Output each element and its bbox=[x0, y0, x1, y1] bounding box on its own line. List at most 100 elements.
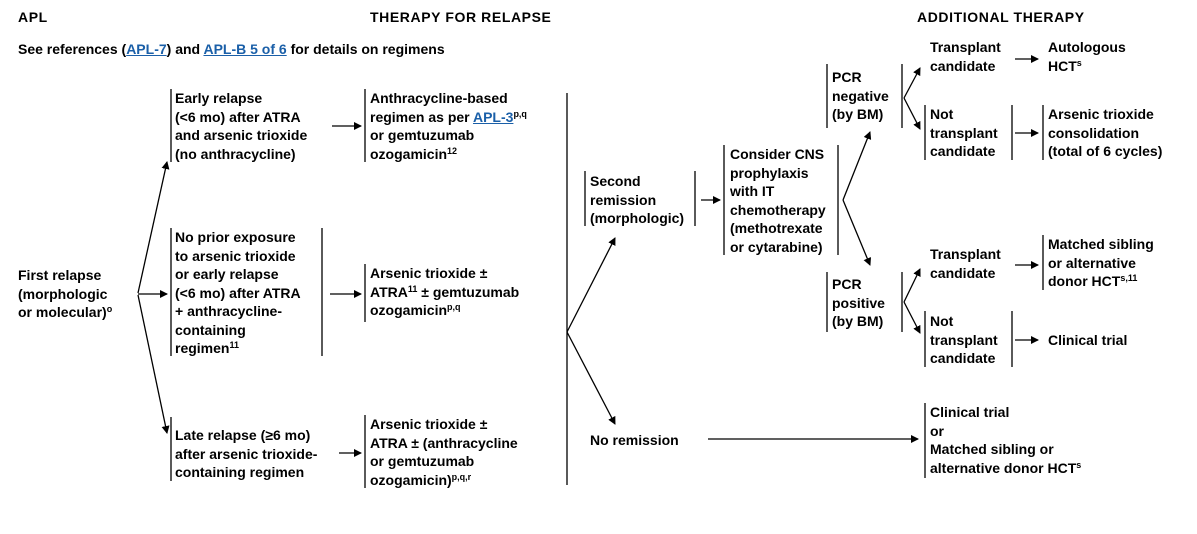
not-transplant-line: transplant bbox=[930, 331, 998, 348]
no-prior-line: containing bbox=[175, 321, 246, 338]
transplant-line: candidate bbox=[930, 57, 996, 74]
anthracycline-text: ozogamicin bbox=[370, 145, 448, 162]
references-mid: ) and bbox=[166, 41, 204, 57]
ato-atra-anthra-line: ozogamicin)p,q,r bbox=[370, 471, 518, 490]
transplant-line: Transplant bbox=[930, 39, 1001, 55]
early-relapse-line: Early relapse bbox=[175, 90, 263, 106]
link-apl-3[interactable]: APL-3 bbox=[472, 108, 514, 125]
not-transplant-negative-node: Not transplant candidate bbox=[930, 105, 998, 161]
no-remission-result-text: alternative donor HCT bbox=[930, 459, 1077, 476]
no-remission-result-line: or bbox=[930, 422, 944, 439]
arrow-neg-to-not-transplant bbox=[903, 97, 921, 130]
matched-sibling-text: donor HCT bbox=[1048, 273, 1121, 289]
second-remission-line: remission bbox=[590, 191, 657, 208]
transplant-candidate-positive-node: Transplant candidate bbox=[930, 245, 1001, 282]
anthracycline-line: Anthracycline-based bbox=[370, 90, 508, 106]
cns-line: prophylaxis bbox=[730, 164, 809, 181]
arrow-to-late-relapse bbox=[137, 294, 170, 434]
footnote-pqr[interactable]: p,q,r bbox=[451, 471, 472, 482]
pcr-negative-node: PCR negative (by BM) bbox=[832, 68, 889, 124]
no-remission-result-line: alternative donor HCTs bbox=[930, 459, 1081, 478]
pcr-negative-line: negative bbox=[832, 87, 889, 104]
no-prior-text: regimen bbox=[175, 340, 230, 356]
no-remission-result-line: Clinical trial bbox=[930, 404, 1010, 420]
ato-consolidation-line: Arsenic trioxide bbox=[1048, 106, 1154, 122]
no-prior-line: to arsenic trioxide bbox=[175, 247, 296, 264]
anthracycline-text: regimen as per bbox=[370, 108, 473, 125]
arrow-neg-to-transplant bbox=[903, 67, 921, 99]
ato-atra-go-line: Arsenic trioxide ± bbox=[370, 265, 488, 281]
first-relapse-line: or molecular)o bbox=[18, 303, 112, 322]
link-apl-b[interactable]: APL-B 5 of 6 bbox=[203, 41, 287, 57]
no-prior-line: (<6 mo) after ATRA bbox=[175, 284, 301, 301]
pcr-positive-line: PCR bbox=[832, 276, 862, 292]
cns-prophylaxis-node: Consider CNS prophylaxis with IT chemoth… bbox=[730, 145, 826, 256]
no-prior-line: No prior exposure bbox=[175, 229, 296, 245]
references-prefix: See references ( bbox=[18, 41, 127, 57]
no-remission-result-line: Matched sibling or bbox=[930, 441, 1054, 457]
no-remission-result-node: Clinical trial or Matched sibling or alt… bbox=[930, 403, 1081, 477]
transplant-candidate-negative-node: Transplant candidate bbox=[930, 38, 1001, 75]
pcr-negative-line: PCR bbox=[832, 69, 862, 85]
footnote-11[interactable]: 11 bbox=[407, 283, 418, 294]
not-transplant-positive-node: Not transplant candidate bbox=[930, 312, 998, 368]
not-transplant-line: transplant bbox=[930, 124, 998, 141]
autologous-line: HCTs bbox=[1048, 57, 1126, 76]
early-relapse-line: and arsenic trioxide bbox=[175, 127, 308, 143]
ato-atra-go-text: ATRA bbox=[370, 283, 408, 300]
footnote-s[interactable]: s bbox=[1076, 459, 1082, 470]
cns-line: (methotrexate bbox=[730, 220, 823, 236]
header-therapy-for-relapse: THERAPY FOR RELAPSE bbox=[370, 9, 552, 25]
footnote-s-11[interactable]: s,11 bbox=[1120, 273, 1138, 284]
first-relapse-line: (morphologic bbox=[18, 285, 108, 302]
no-prior-line: or early relapse bbox=[175, 266, 279, 282]
first-relapse-line: First relapse bbox=[18, 267, 102, 283]
arrow-to-second-remission bbox=[566, 237, 616, 333]
ato-atra-go-node: Arsenic trioxide ± ATRA11 ± gemtuzumab o… bbox=[370, 264, 519, 320]
late-relapse-line: Late relapse (≥6 mo) bbox=[175, 427, 311, 443]
cns-line: Consider CNS bbox=[730, 146, 825, 162]
autologous-text: HCT bbox=[1048, 57, 1077, 74]
footnote-12[interactable]: 12 bbox=[447, 145, 458, 156]
arrow-to-early-relapse bbox=[137, 161, 170, 294]
early-relapse-line: (<6 mo) after ATRA bbox=[175, 108, 301, 125]
ato-atra-go-text: ozogamicin bbox=[370, 302, 448, 318]
first-relapse-text: or molecular) bbox=[18, 304, 107, 320]
matched-sibling-line: Matched sibling bbox=[1048, 236, 1154, 252]
matched-sibling-line: or alternative bbox=[1048, 254, 1136, 271]
second-remission-line: Second bbox=[590, 173, 641, 189]
footnote-o[interactable]: o bbox=[106, 304, 113, 315]
footnote-11[interactable]: 11 bbox=[229, 340, 239, 351]
ato-atra-anthracycline-node: Arsenic trioxide ± ATRA ± (anthracycline… bbox=[370, 415, 518, 489]
anthracycline-line: ozogamicin12 bbox=[370, 145, 527, 164]
matched-sibling-line: donor HCTs,11 bbox=[1048, 272, 1154, 291]
arrow-pos-to-transplant bbox=[903, 268, 921, 303]
pcr-positive-line: (by BM) bbox=[832, 313, 884, 329]
second-remission-line: (morphologic) bbox=[590, 210, 685, 226]
link-apl-7[interactable]: APL-7 bbox=[126, 41, 167, 57]
cns-line: or cytarabine) bbox=[730, 238, 823, 255]
ato-atra-anthra-line: Arsenic trioxide ± bbox=[370, 416, 488, 432]
ato-consolidation-line: consolidation bbox=[1048, 124, 1139, 141]
ato-atra-go-text: ± gemtuzumab bbox=[417, 283, 520, 300]
footnote-s[interactable]: s bbox=[1076, 57, 1082, 68]
early-relapse-node: Early relapse (<6 mo) after ATRA and ars… bbox=[175, 89, 307, 163]
references-line: See references (APL-7) and APL-B 5 of 6 … bbox=[18, 40, 445, 59]
ato-consolidation-line: (total of 6 cycles) bbox=[1048, 143, 1163, 159]
ato-atra-anthra-line: ATRA ± (anthracycline bbox=[370, 434, 518, 451]
late-relapse-line: after arsenic trioxide- bbox=[175, 445, 318, 462]
ato-consolidation-node: Arsenic trioxide consolidation (total of… bbox=[1048, 105, 1162, 161]
late-relapse-node: Late relapse (≥6 mo) after arsenic triox… bbox=[175, 426, 317, 482]
not-transplant-line: Not bbox=[930, 313, 954, 329]
ato-atra-go-line: ATRA11 ± gemtuzumab bbox=[370, 283, 519, 302]
footnote-pq[interactable]: p,q bbox=[447, 302, 461, 313]
ato-atra-go-line: ozogamicinp,q bbox=[370, 301, 519, 320]
no-remission-node: No remission bbox=[590, 432, 679, 448]
footnote-pq[interactable]: p,q bbox=[513, 108, 527, 119]
header-apl: APL bbox=[18, 9, 48, 25]
cns-line: with IT bbox=[730, 183, 775, 199]
no-prior-exposure-node: No prior exposure to arsenic trioxide or… bbox=[175, 228, 301, 358]
late-relapse-line: containing regimen bbox=[175, 464, 305, 480]
matched-sibling-node: Matched sibling or alternative donor HCT… bbox=[1048, 235, 1154, 291]
references-suffix: for details on regimens bbox=[286, 41, 445, 57]
